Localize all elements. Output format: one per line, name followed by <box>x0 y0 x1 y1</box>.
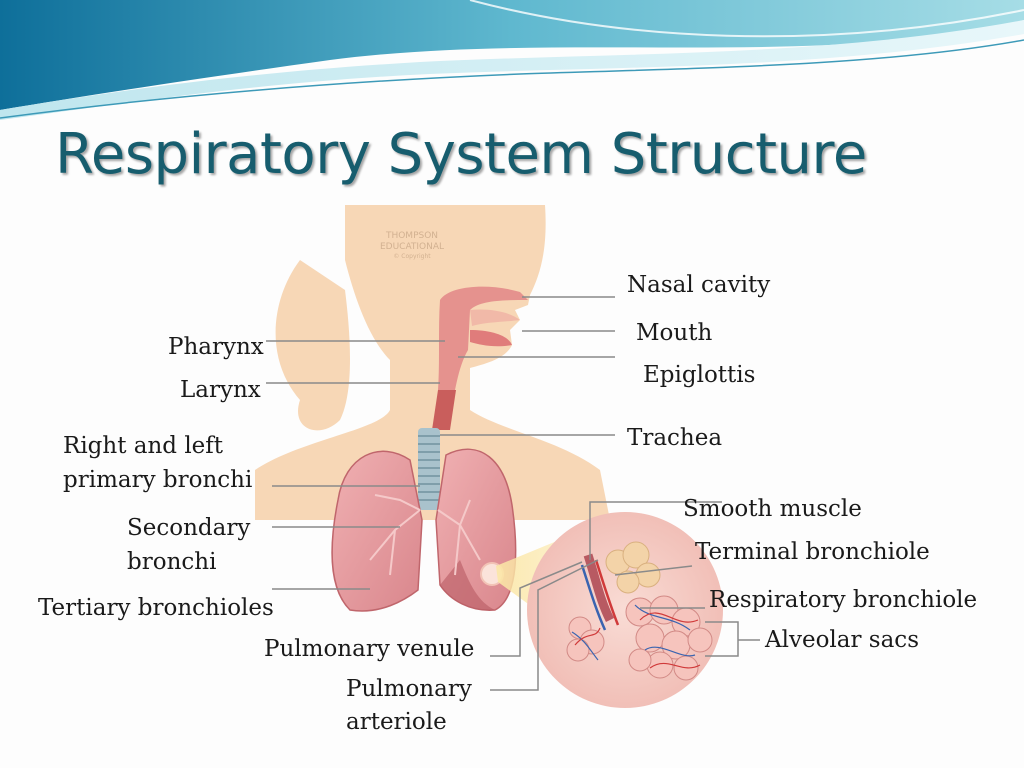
label-pulmonary-arteriole-line2: arteriole <box>346 709 447 735</box>
alveoli-detail <box>566 541 713 681</box>
label-pulmonary-arteriole-line1: Pulmonary <box>346 676 472 702</box>
label-secondary-bronchi-line2: bronchi <box>127 549 217 575</box>
label-alveolar-sacs: Alveolar sacs <box>765 627 919 653</box>
label-larynx: Larynx <box>180 377 261 403</box>
lungs <box>331 448 517 612</box>
label-terminal-bronchiole: Terminal bronchiole <box>695 539 930 565</box>
label-epiglottis: Epiglottis <box>643 362 756 388</box>
label-respiratory-bronchiole: Respiratory bronchiole <box>709 587 978 613</box>
svg-text:© Copyright: © Copyright <box>393 253 431 260</box>
watermark: THOMPSON EDUCATIONAL © Copyright <box>380 231 444 260</box>
leader-lines <box>266 296 760 691</box>
label-mouth: Mouth <box>636 320 713 346</box>
body-silhouette <box>255 205 610 520</box>
header-wave <box>0 0 1024 120</box>
upper-airway <box>432 286 528 430</box>
label-smooth-muscle: Smooth muscle <box>683 496 862 522</box>
page-title: Respiratory System Structure <box>55 122 867 187</box>
label-secondary-bronchi-line1: Secondary <box>127 515 251 541</box>
trachea-rings <box>418 428 440 510</box>
label-pulmonary-venule: Pulmonary venule <box>264 636 475 662</box>
label-pharynx: Pharynx <box>168 334 264 360</box>
label-trachea: Trachea <box>627 425 723 451</box>
label-primary-bronchi-line2: primary bronchi <box>63 467 253 493</box>
svg-text:THOMPSON: THOMPSON <box>385 231 438 241</box>
svg-text:EDUCATIONAL: EDUCATIONAL <box>380 242 444 252</box>
label-tertiary-bronchioles: Tertiary bronchioles <box>38 595 274 621</box>
label-primary-bronchi-line1: Right and left <box>63 433 224 459</box>
label-nasal-cavity: Nasal cavity <box>627 272 771 298</box>
